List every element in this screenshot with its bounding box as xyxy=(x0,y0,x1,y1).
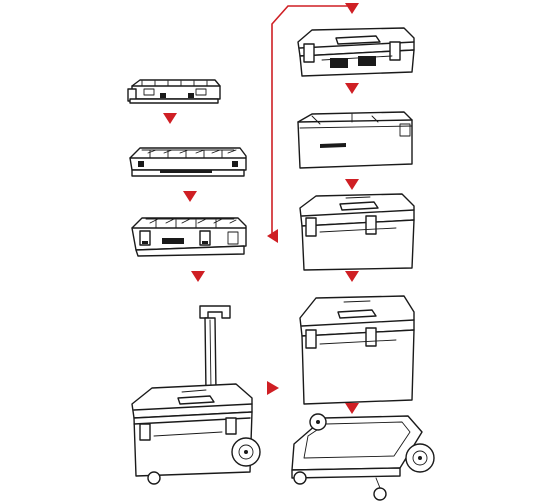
arrow-marker-10 xyxy=(267,381,279,395)
medium-organizer xyxy=(129,147,247,177)
arrow-marker-8 xyxy=(345,403,359,414)
connector-line xyxy=(271,5,350,236)
arrow-marker-3 xyxy=(183,191,197,202)
arrow-marker-2 xyxy=(163,113,177,124)
arrow-marker-4 xyxy=(191,271,205,282)
trolley-toolbox xyxy=(131,305,261,485)
medium-toolbox xyxy=(299,193,415,271)
arrow-marker-5 xyxy=(345,83,359,94)
arrow-marker-1 xyxy=(345,3,359,14)
arrow-marker-9 xyxy=(267,229,278,243)
open-tray xyxy=(297,111,413,169)
small-organizer xyxy=(127,79,221,104)
small-toolbox xyxy=(297,27,415,77)
trolley-base xyxy=(291,413,435,501)
arrow-marker-7 xyxy=(345,271,359,282)
arrow-marker-6 xyxy=(345,179,359,190)
arrow-group xyxy=(163,3,359,414)
large-organizer xyxy=(131,217,247,257)
large-toolbox xyxy=(299,295,415,405)
